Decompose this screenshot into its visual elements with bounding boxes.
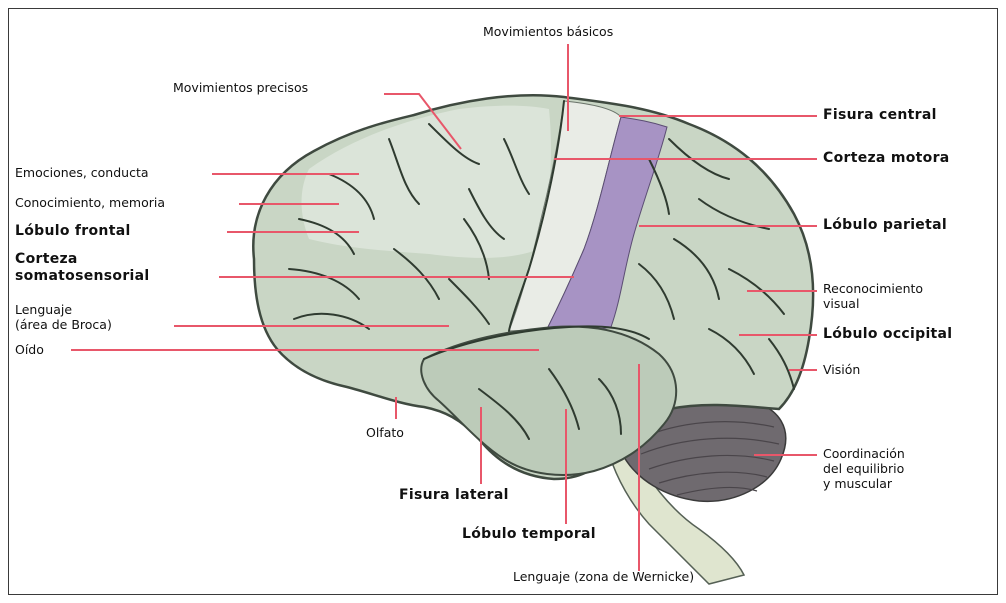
label-oido: Oído bbox=[15, 342, 44, 357]
label-lenguaje-broca: Lenguaje (área de Broca) bbox=[15, 302, 112, 332]
label-movimientos-precisos: Movimientos precisos bbox=[173, 80, 308, 95]
label-lobulo-frontal: Lóbulo frontal bbox=[15, 223, 131, 240]
label-vision: Visión bbox=[823, 362, 860, 377]
label-fisura-lateral: Fisura lateral bbox=[399, 487, 509, 504]
label-movimientos-basicos: Movimientos básicos bbox=[483, 24, 613, 39]
label-reconocimiento-visual: Reconocimiento visual bbox=[823, 281, 923, 311]
label-olfato: Olfato bbox=[366, 425, 404, 440]
label-corteza-somatosensorial: Corteza somatosensorial bbox=[15, 251, 150, 285]
label-coordinacion: Coordinación del equilibrio y muscular bbox=[823, 446, 905, 491]
label-corteza-motora: Corteza motora bbox=[823, 150, 950, 167]
label-lenguaje-wernicke: Lenguaje (zona de Wernicke) bbox=[513, 569, 694, 584]
label-lobulo-occipital: Lóbulo occipital bbox=[823, 326, 952, 343]
label-lobulo-parietal: Lóbulo parietal bbox=[823, 217, 947, 234]
label-conocimiento: Conocimiento, memoria bbox=[15, 195, 165, 210]
label-fisura-central: Fisura central bbox=[823, 107, 937, 124]
label-emociones: Emociones, conducta bbox=[15, 165, 149, 180]
label-lobulo-temporal: Lóbulo temporal bbox=[462, 526, 596, 543]
diagram-frame: Movimientos básicos Movimientos precisos… bbox=[8, 8, 998, 595]
